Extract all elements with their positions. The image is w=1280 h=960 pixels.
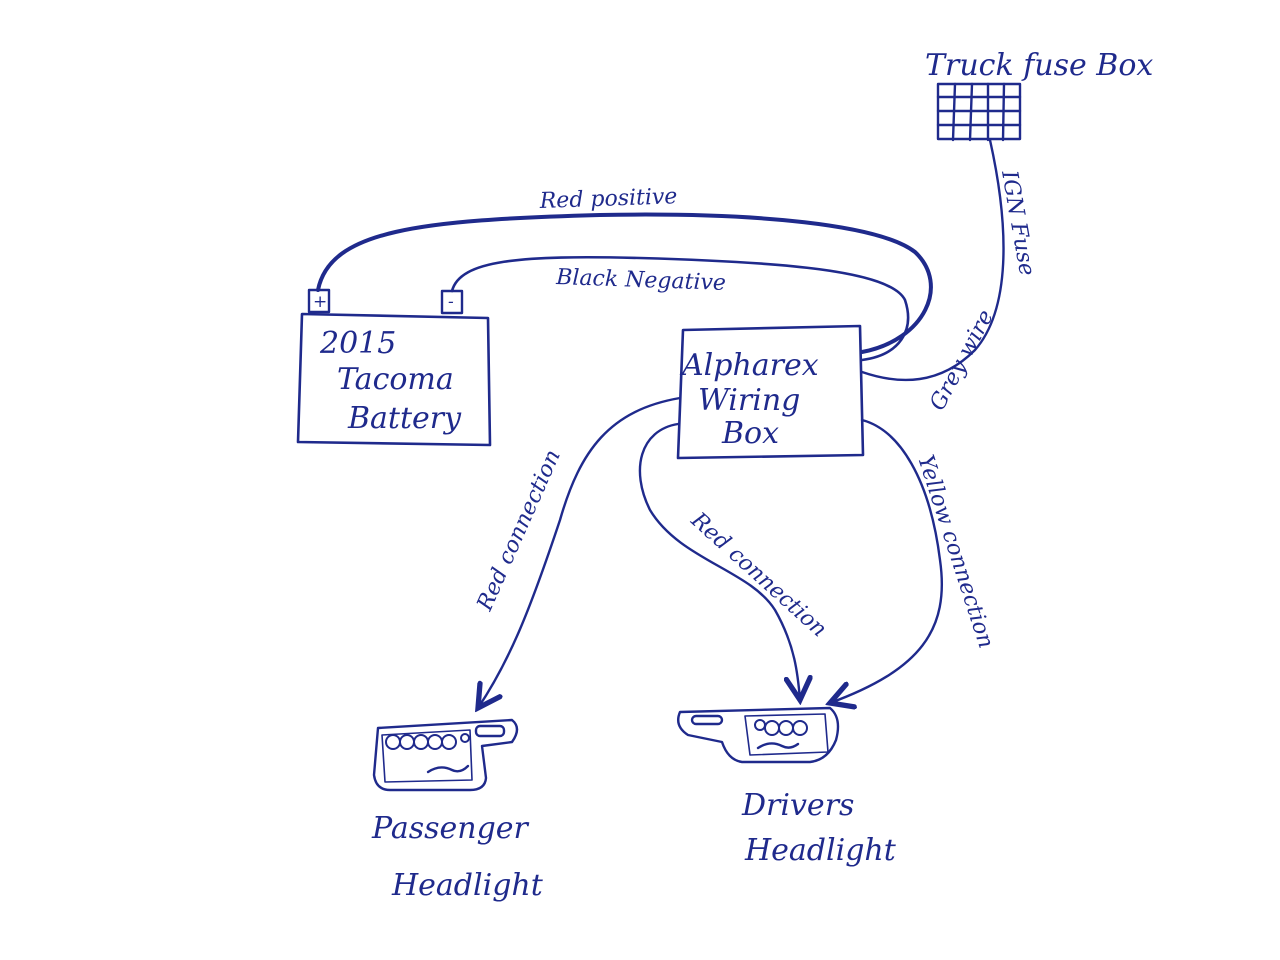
black-negative-wire	[450, 255, 910, 362]
driver-headlight-label-line1: Drivers	[741, 788, 854, 823]
driver-headlight-label-line2: Headlight	[744, 833, 897, 868]
yellow-connection-label: Yellow connection	[912, 452, 998, 651]
battery: + - 2015 Tacoma Battery	[296, 288, 492, 447]
passenger-headlight-label-line2: Headlight	[391, 868, 544, 903]
red-positive-label: Red positive	[538, 184, 677, 214]
fuse-box-label: Truck fuse Box	[925, 48, 1153, 83]
passenger-headlight	[372, 718, 519, 792]
grey-wire-label: Grey wire	[925, 306, 999, 415]
passenger-headlight-label-line1: Passenger	[371, 811, 530, 846]
driver-headlight-outline	[677, 706, 840, 764]
truck-fuse-box: Truck fuse Box	[925, 48, 1153, 142]
yellow-connection-wire	[830, 418, 944, 703]
driver-red-connection-wire	[638, 422, 800, 700]
passenger-headlight-outline	[372, 718, 519, 792]
driver-headlight-bulbs-icon	[754, 719, 808, 736]
battery-outline	[296, 312, 492, 447]
negative-symbol: -	[448, 292, 454, 312]
ign-fuse-grey-wire	[860, 138, 1005, 382]
passenger-red-connection-label: Red connection	[472, 446, 566, 615]
wiring-box-brand: Alpharex	[679, 348, 819, 383]
alpharex-wiring-box: Alpharex Wiring Box	[676, 324, 865, 460]
positive-symbol: +	[313, 292, 327, 312]
fuse-grid-icon	[936, 82, 1022, 142]
driver-headlight	[677, 706, 840, 764]
battery-model: Tacoma	[337, 362, 454, 397]
red-positive-wire	[316, 212, 933, 354]
driver-red-connection-label: Red connection	[685, 507, 831, 642]
battery-name: Battery	[347, 401, 462, 436]
passenger-red-connection-wire	[478, 396, 682, 708]
wiring-box-word: Wiring	[698, 383, 800, 418]
wiring-box-label: Box	[721, 416, 779, 451]
black-negative-label: Black Negative	[555, 265, 727, 296]
battery-year: 2015	[319, 326, 396, 361]
passenger-headlight-bulbs-icon	[385, 733, 470, 750]
wiring-box-outline	[676, 324, 865, 460]
